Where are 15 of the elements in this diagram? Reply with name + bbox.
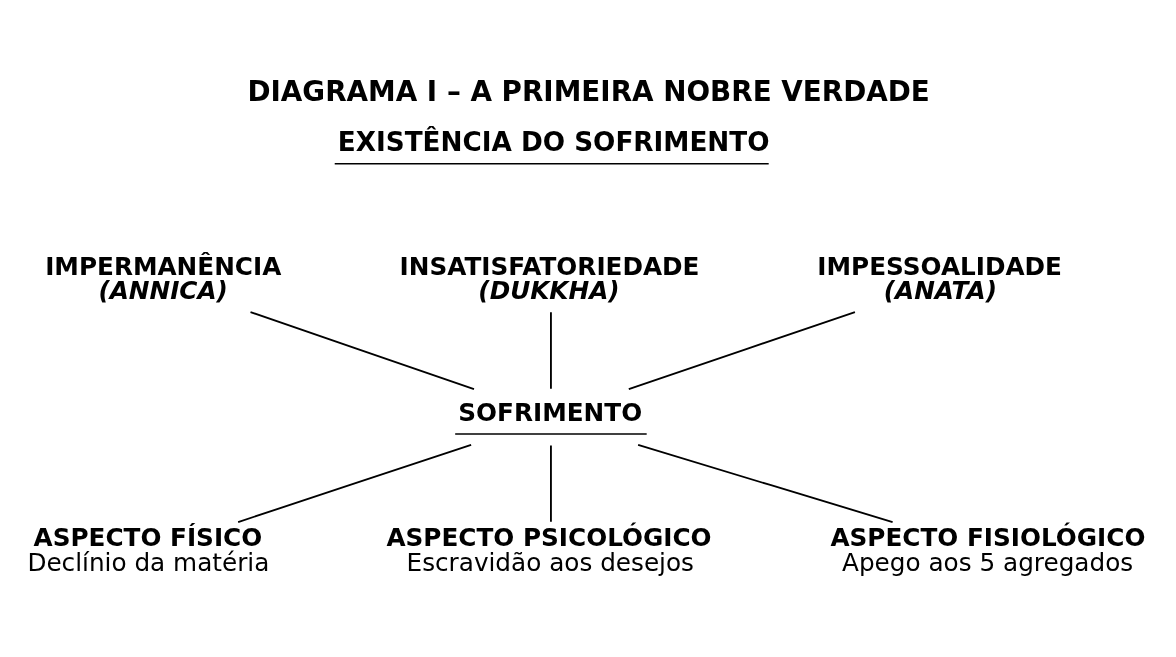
- node-text: ASPECTO FÍSICO Declínio da matéria: [27, 522, 270, 577]
- node-text: INSATISFATORIEDADE (DUKKHA): [399, 251, 700, 305]
- connector: [237, 443, 473, 523]
- connector: [550, 444, 552, 523]
- node-text: ASPECTO FISIOLÓGICO Apego aos 5 agregados: [830, 522, 1146, 577]
- node-text: SOFRIMENTO: [458, 397, 643, 427]
- connector: [550, 310, 552, 390]
- label: EXISTÊNCIA DO SOFRIMENTO: [337, 126, 770, 157]
- node-text: IMPERMANÊNCIA (ANNICA): [45, 251, 282, 305]
- connector: [627, 310, 856, 390]
- node-text: ASPECTO PSICOLÓGICO Escravidão aos desejos: [386, 522, 712, 577]
- connector: [249, 310, 475, 390]
- node-text: IMPESSOALIDADE (ANATA): [817, 251, 1062, 305]
- connector: [637, 443, 894, 523]
- diagram-title: DIAGRAMA I – A PRIMEIRA NOBRE VERDADE: [247, 74, 930, 108]
